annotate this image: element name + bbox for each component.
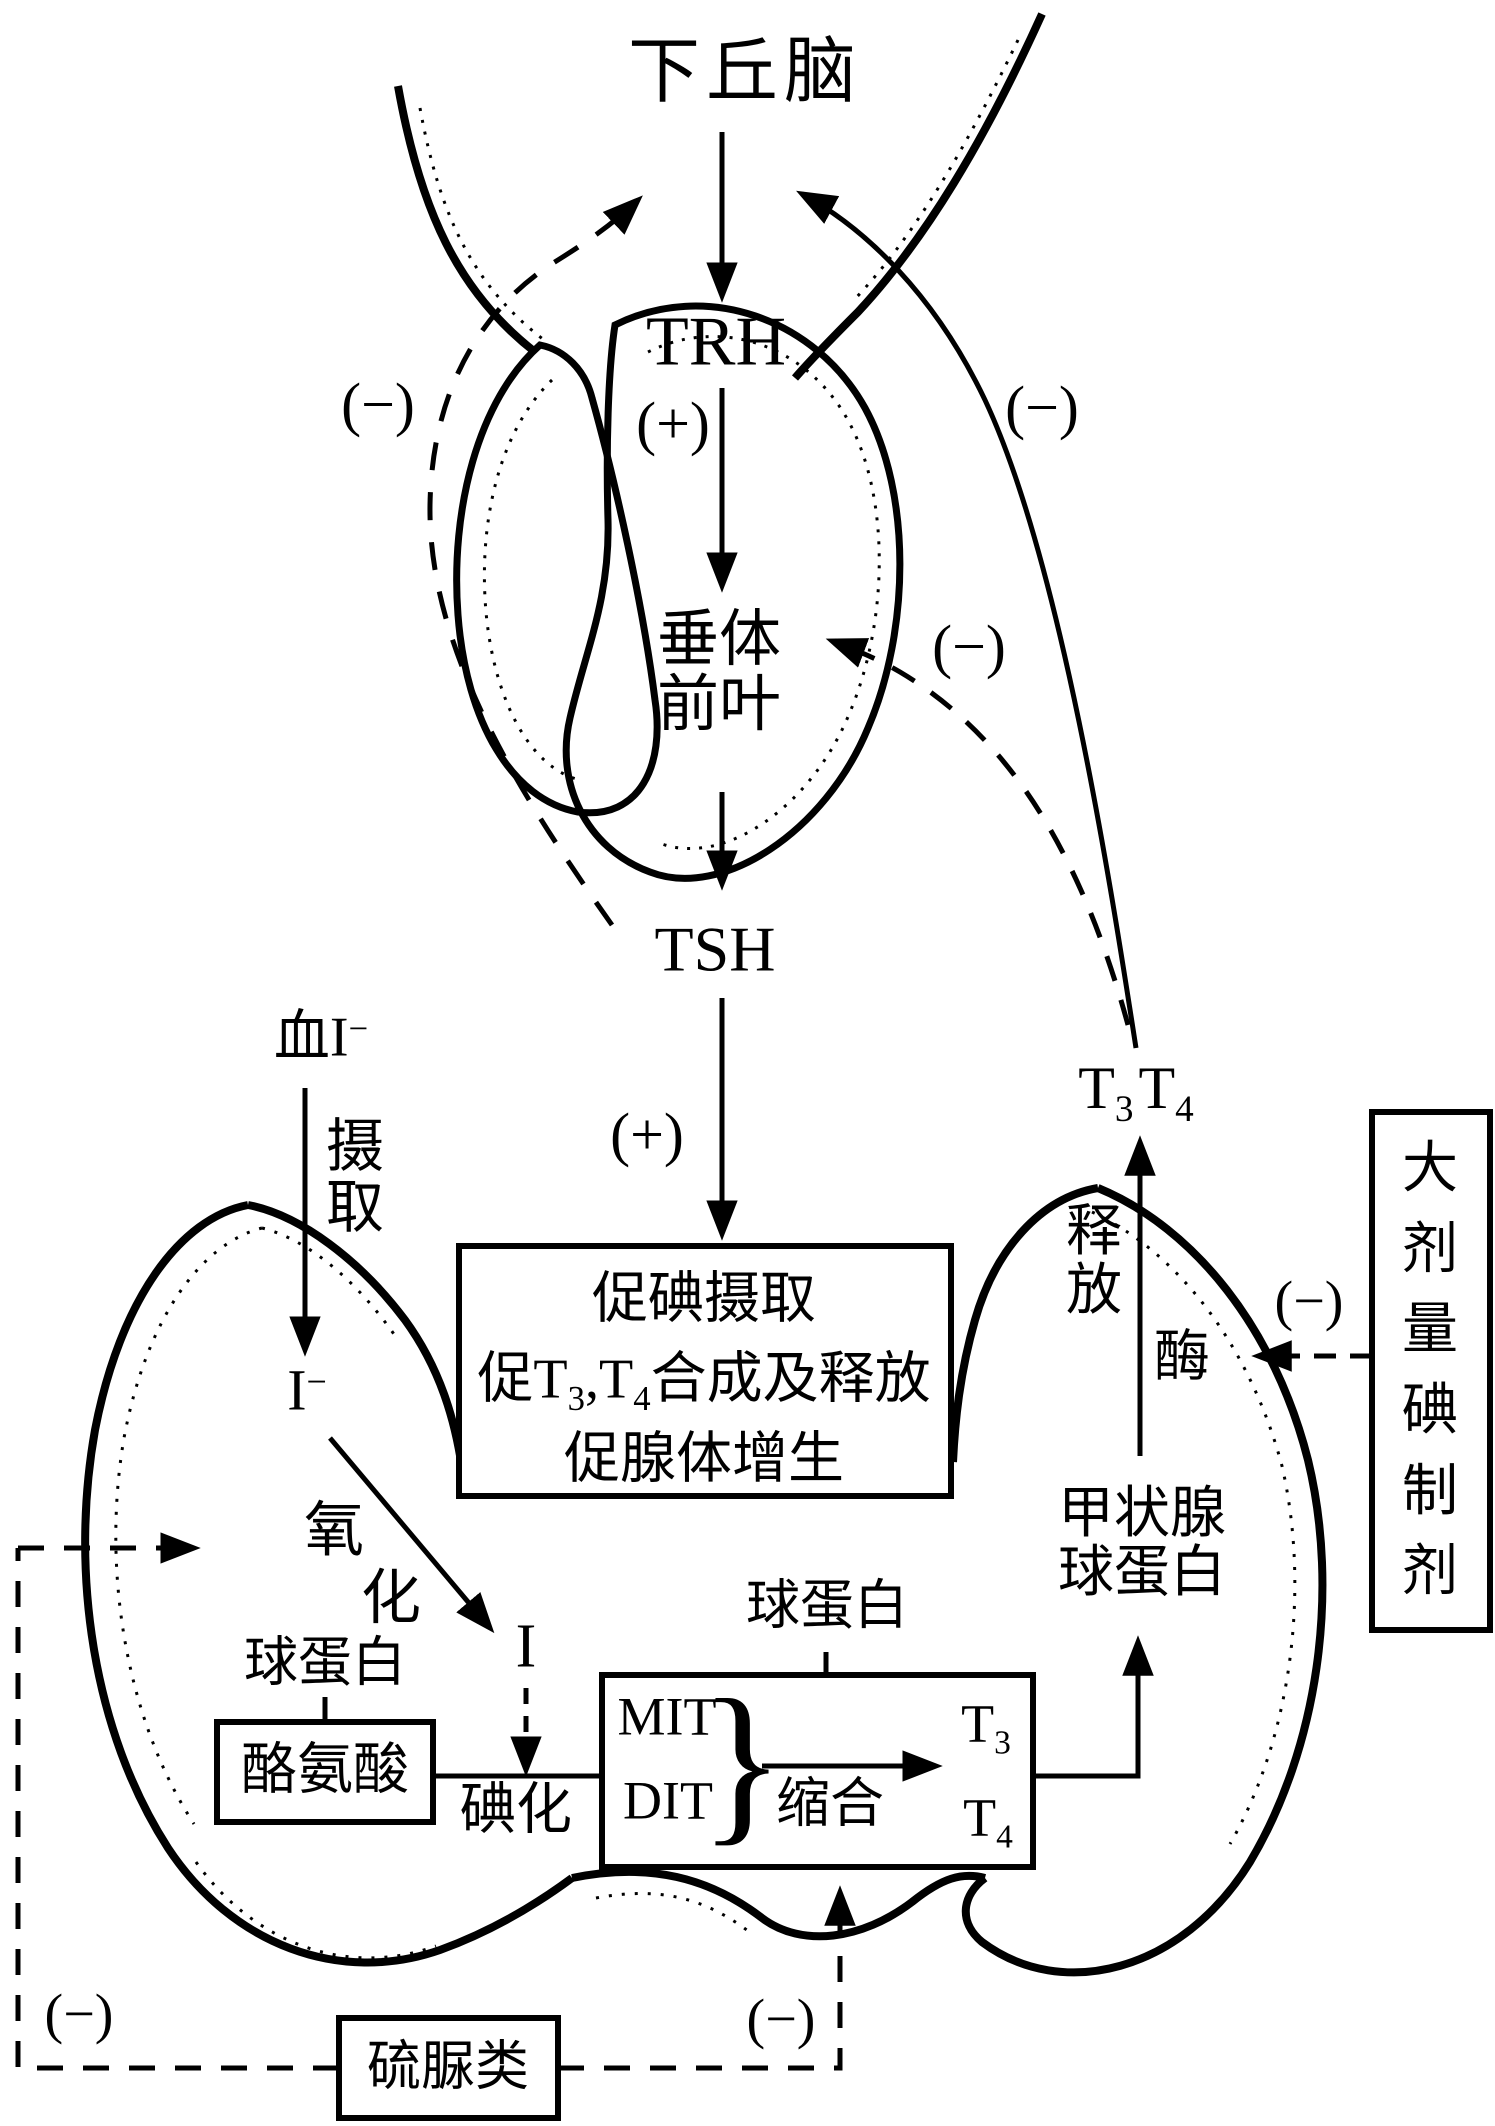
tsh-effects-box <box>456 1243 954 1499</box>
minus-sign-t3t4-pituitary: (−) <box>932 613 1006 680</box>
arrow-iodide-oxidation <box>328 1436 495 1634</box>
globulin-top-label: 球蛋白 <box>746 1575 908 1636</box>
iodide-sup: − <box>306 1361 327 1402</box>
uptake-label: 摄 取 <box>325 1114 385 1240</box>
uptake-char1: 摄 <box>325 1114 385 1180</box>
iodine-preparation-box <box>1369 1109 1493 1633</box>
plus-sign-tsh: (+) <box>610 1101 684 1168</box>
minus-sign-thiourea-left: (−) <box>44 1983 114 2046</box>
mit-dit-box <box>599 1672 1036 1870</box>
arrow-t3t4-feedback-hypothalamus <box>796 190 1139 1049</box>
tyrosine-box <box>214 1719 436 1825</box>
t4-base: T <box>1138 1054 1176 1121</box>
effects-line2-p3: 合成及释放 <box>650 1348 931 1411</box>
iodine-atom-label: I <box>515 1612 537 1681</box>
tyrosine-label: 酪氨酸 <box>241 1739 409 1802</box>
blood-iodide-sup: − <box>348 1008 369 1048</box>
t3t4-label: T3 T4 <box>1078 1054 1194 1130</box>
minus-sign-thiourea-right: (−) <box>746 1988 816 2051</box>
thyroglobulin-label: 甲状腺 球蛋白 <box>1058 1485 1226 1603</box>
effects-line1: 促碘摄取 <box>592 1268 816 1331</box>
t3-base: T <box>1078 1054 1115 1121</box>
uptake-char2: 取 <box>325 1175 385 1240</box>
thyroid-gland-outline <box>81 1184 1327 1977</box>
thiourea-label: 硫脲类 <box>367 2036 529 2097</box>
iodine-prep-char1: 大 <box>1402 1138 1458 1201</box>
iodination-label: 碘化 <box>460 1779 572 1842</box>
plus-sign-trh: (+) <box>636 390 710 457</box>
thyroglobulin-line2: 球蛋白 <box>1058 1542 1226 1604</box>
effects-line2-sub3: 3 <box>567 1378 585 1418</box>
dit-label: DIT <box>623 1770 713 1831</box>
dashed-arrow-t3t4-feedback-pituitary <box>825 638 1131 1026</box>
t3-sub: 3 <box>1114 1088 1134 1130</box>
dashed-arrow-thiourea-to-mit-box <box>558 1885 856 2071</box>
pituitary-line1: 垂体 <box>656 605 782 674</box>
condensation-label: 缩合 <box>776 1773 884 1834</box>
effects-line2: 促T3,T4合成及释放 <box>477 1348 931 1418</box>
iodine-prep-char2: 剂 <box>1402 1218 1458 1281</box>
iodine-prep-char3: 量 <box>1402 1299 1458 1362</box>
mit-dit-brace: } <box>699 1662 785 1861</box>
pituitary-line2: 前叶 <box>656 671 782 739</box>
iodine-prep-char6: 剂 <box>1402 1541 1458 1604</box>
blood-iodide-base: 血I <box>273 1006 349 1069</box>
t3-box-base: T <box>961 1693 995 1754</box>
pituitary-label: 垂体 前叶 <box>656 605 782 739</box>
minus-sign-iodine-prep: (−) <box>1274 1270 1344 1333</box>
oxidation-char1: 氧 <box>304 1497 364 1564</box>
release-label: 释 放 <box>1066 1203 1122 1321</box>
t3-box-sub: 3 <box>994 1724 1011 1762</box>
thyroglobulin-line1: 甲状腺 <box>1058 1483 1226 1546</box>
iodide-base: I <box>287 1357 307 1423</box>
globulin-left-label: 球蛋白 <box>244 1632 406 1693</box>
hypothalamus-label: 下丘脑 <box>627 32 863 113</box>
mit-label: MIT <box>617 1686 717 1747</box>
effects-line2-sub4: 4 <box>633 1378 651 1418</box>
effects-line3: 促腺体增生 <box>564 1428 844 1491</box>
blood-iodide-label: 血I− <box>273 1006 369 1069</box>
iodide-label: I− <box>287 1357 327 1423</box>
t4-sub: 4 <box>1175 1088 1194 1130</box>
effects-line2-p2: ,T <box>585 1348 634 1411</box>
t4-box-base: T <box>963 1787 997 1848</box>
minus-sign-tsh-hypothalamus: (−) <box>341 371 415 438</box>
t4-box-sub: 4 <box>996 1818 1013 1856</box>
t4-in-box-label: T4 <box>963 1787 1013 1856</box>
arrow-box-to-thyroglobulin <box>1033 1635 1154 1779</box>
iodine-prep-char4: 碘 <box>1402 1380 1458 1442</box>
release-char1: 释 <box>1066 1201 1122 1264</box>
thiourea-box <box>336 2015 561 2121</box>
t3-in-box-label: T3 <box>961 1693 1011 1762</box>
release-char2: 放 <box>1066 1260 1122 1322</box>
oxidation-char2: 化 <box>361 1565 421 1632</box>
iodine-prep-char5: 制 <box>1402 1460 1458 1523</box>
enzyme-label: 酶 <box>1154 1326 1210 1389</box>
iodine-preparation-label: 大 剂 量 碘 制 剂 <box>1402 1129 1458 1613</box>
effects-line2-p1: 促T <box>477 1348 568 1411</box>
trh-label: TRH <box>646 303 786 381</box>
minus-sign-t3t4-hypothalamus: (−) <box>1005 374 1079 441</box>
tsh-label: TSH <box>654 913 776 985</box>
dashed-line-thiourea-left <box>15 1548 339 2071</box>
